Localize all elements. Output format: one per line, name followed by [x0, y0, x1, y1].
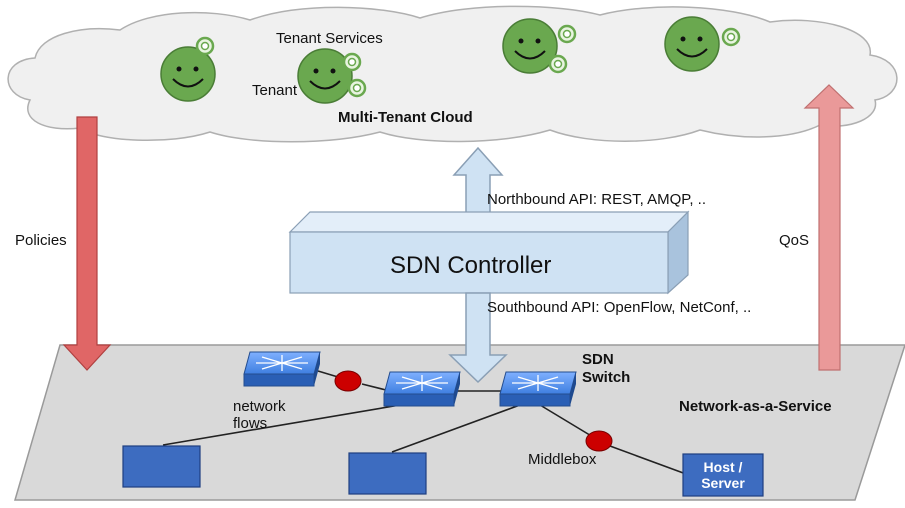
sdn-controller-label: SDN Controller: [390, 252, 552, 279]
middlebox-node: [334, 370, 362, 392]
network-switch-icon: [499, 371, 577, 407]
policies-arrow: [62, 116, 112, 371]
service-bubble-icon: [342, 52, 367, 98]
tenant-label: Tenant: [252, 82, 298, 99]
host-box: [348, 452, 427, 495]
middlebox-node: [585, 430, 613, 452]
tenant-services-label: Tenant Services: [276, 30, 383, 47]
middlebox-label: Middlebox: [528, 451, 597, 468]
cloud-title: Multi-Tenant Cloud: [338, 109, 473, 126]
service-bubble-icon: [548, 24, 577, 74]
qos-arrow: [803, 84, 855, 371]
network-links: [162, 370, 687, 475]
sdn-controller-box: [288, 210, 690, 295]
qos-label: QoS: [779, 232, 810, 249]
northbound-api-arrow: [452, 146, 504, 223]
network-flows-label-line1: network: [233, 398, 286, 415]
smiley-tenant-icon: [297, 48, 353, 104]
host-server-label-line1: Host /: [703, 459, 743, 475]
network-as-a-service-label: Network-as-a-Service: [679, 398, 832, 415]
network-switch-icon: [383, 371, 461, 407]
southbound-api-arrow: [448, 292, 508, 384]
smiley-tenant-icon: [664, 16, 720, 72]
network-flows-label-line2: flows: [233, 415, 268, 432]
host-box: [122, 445, 201, 488]
service-bubble-icon: [721, 27, 741, 47]
service-bubble-icon: [195, 36, 215, 56]
network-switch-icon: [243, 351, 321, 387]
host-server-label-line2: Server: [701, 475, 745, 491]
northbound-api-label: Northbound API: REST, AMQP, ..: [487, 191, 707, 208]
sdn-switch-label-line2: Switch: [582, 369, 631, 386]
smiley-tenant-icon: [160, 46, 216, 102]
host-server-box: [682, 453, 764, 497]
smiley-tenant-icon: [502, 18, 558, 74]
policies-label: Policies: [15, 232, 67, 249]
southbound-api-label: Southbound API: OpenFlow, NetConf, ..: [487, 299, 752, 316]
sdn-switch-label-line1: SDN: [582, 351, 614, 368]
